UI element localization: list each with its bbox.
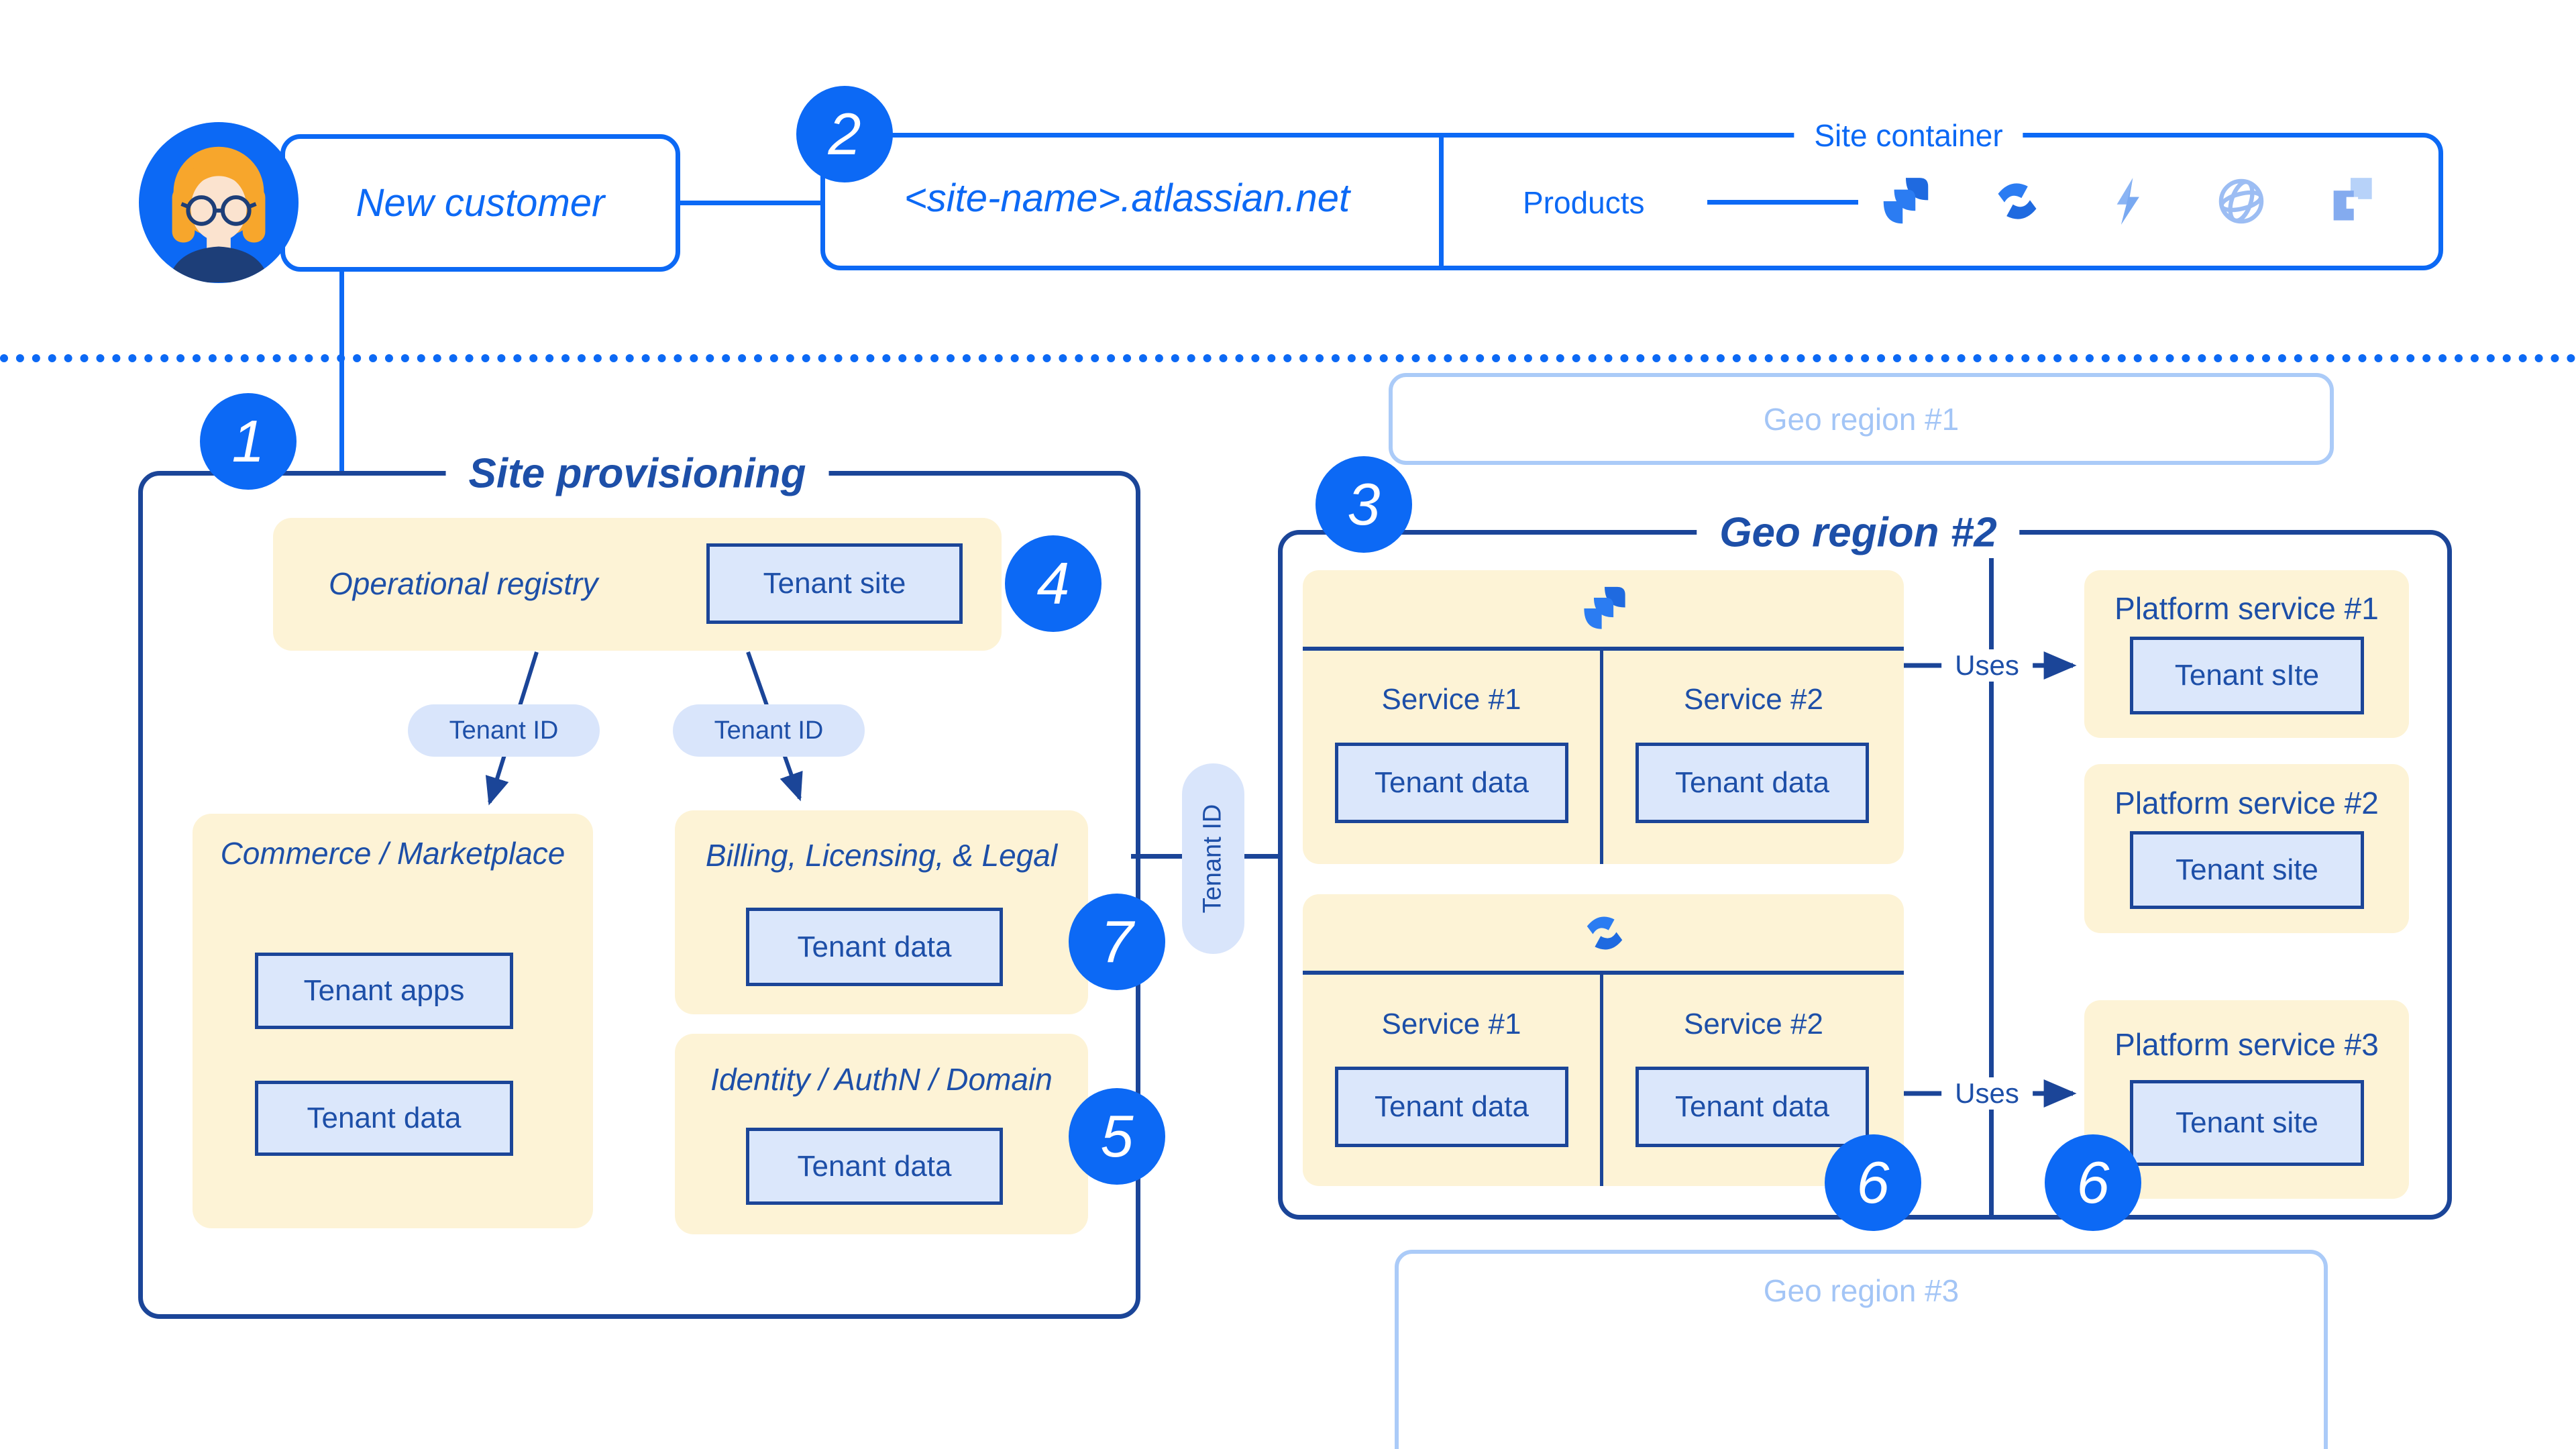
step-badge-7: 7 [1069, 894, 1165, 990]
platform-service-3-tenant-site: Tenant site [2130, 1080, 2364, 1166]
dotted-separator [0, 354, 2576, 362]
confluence-box-divider [1303, 971, 1904, 975]
site-name-label: <site-name>.atlassian.net [904, 176, 1350, 220]
site-name-cell: <site-name>.atlassian.net [832, 138, 1422, 258]
step-badge-2: 2 [796, 86, 893, 182]
commerce-title: Commerce / Marketplace [220, 836, 566, 871]
avatar-shirt [168, 246, 270, 282]
products-label: Products [1523, 185, 1645, 220]
uses-label-1: Uses [1941, 649, 2033, 682]
tenant-apps-box: Tenant apps [255, 953, 513, 1029]
jira-service1-label: Service #1 [1381, 683, 1521, 716]
site-container-label: Site container [1794, 117, 2023, 154]
tenant-data-box-identity: Tenant data [746, 1128, 1003, 1205]
step-badge-6a: 6 [1825, 1134, 1921, 1231]
operational-registry-title: Operational registry [329, 566, 598, 601]
step-badge-4: 4 [1005, 535, 1102, 632]
step-badge-3: 3 [1316, 456, 1412, 553]
billing-title: Billing, Licensing, & Legal [705, 838, 1058, 873]
customer-avatar [139, 122, 299, 283]
globe-icon [2216, 176, 2267, 230]
jira-service1-tenant-data: Tenant data [1335, 743, 1568, 823]
platform-service-1-tenant-site: Tenant sIte [2130, 637, 2364, 714]
identity-title: Identity / AuthN / Domain [710, 1062, 1053, 1097]
platform-service-3-title: Platform service #3 [2114, 1027, 2379, 1062]
geo-region-1-box: Geo region #1 [1389, 373, 2334, 465]
tenant-id-pill-right: Tenant ID [673, 704, 865, 757]
step-badge-1: 1 [200, 393, 297, 490]
confluence-icon [1992, 176, 2043, 230]
new-customer-label: New customer [356, 181, 605, 225]
site-provisioning-title: Site provisioning [445, 449, 829, 498]
site-container-divider [1439, 138, 1444, 266]
customer-to-site-line [676, 201, 820, 205]
new-customer-box: New customer [280, 134, 680, 272]
jira-service2-tenant-data: Tenant data [1635, 743, 1869, 823]
confluence-service1-tenant-data: Tenant data [1335, 1067, 1568, 1147]
jira-service2-label: Service #2 [1684, 683, 1823, 716]
geo-region-2-trunk-line [1989, 558, 1994, 1218]
tenant-data-box-commerce: Tenant data [255, 1081, 513, 1156]
platform-service-1-title: Platform service #1 [2114, 591, 2379, 626]
customer-down-line [339, 262, 344, 473]
uses-label-2: Uses [1941, 1077, 2033, 1110]
avatar-glasses [186, 195, 217, 226]
geo-region-3-box: Geo region #3 [1395, 1250, 2328, 1449]
products-dash [1707, 200, 1858, 205]
tenant-data-box-billing: Tenant data [746, 908, 1003, 986]
tenant-id-pill-vertical: Tenant ID [1182, 763, 1244, 954]
jira-box-column-divider [1600, 647, 1603, 864]
jira-box-divider [1303, 647, 1904, 651]
tenant-id-pill-left: Tenant ID [408, 704, 600, 757]
lightning-icon [2103, 176, 2154, 230]
jira-icon-small [1581, 585, 1628, 635]
confluence-icon-small [1581, 910, 1628, 960]
step-badge-5: 5 [1069, 1088, 1165, 1185]
platform-service-2-title: Platform service #2 [2114, 786, 2379, 820]
site-container-box [820, 133, 2443, 270]
tenant-site-box-registry: Tenant site [706, 543, 963, 624]
step-badge-6b: 6 [2045, 1134, 2141, 1231]
jira-icon [1880, 176, 1931, 230]
confluence-service2-label: Service #2 [1684, 1008, 1823, 1040]
confluence-service1-label: Service #1 [1381, 1008, 1521, 1040]
confluence-box-column-divider [1600, 971, 1603, 1186]
avatar-face [191, 174, 247, 241]
confluence-service2-tenant-data: Tenant data [1635, 1067, 1869, 1147]
platform-service-2-tenant-site: Tenant site [2130, 831, 2364, 909]
squares-icon [2325, 176, 2376, 230]
geo-region-2-title: Geo region #2 [1697, 508, 2020, 557]
